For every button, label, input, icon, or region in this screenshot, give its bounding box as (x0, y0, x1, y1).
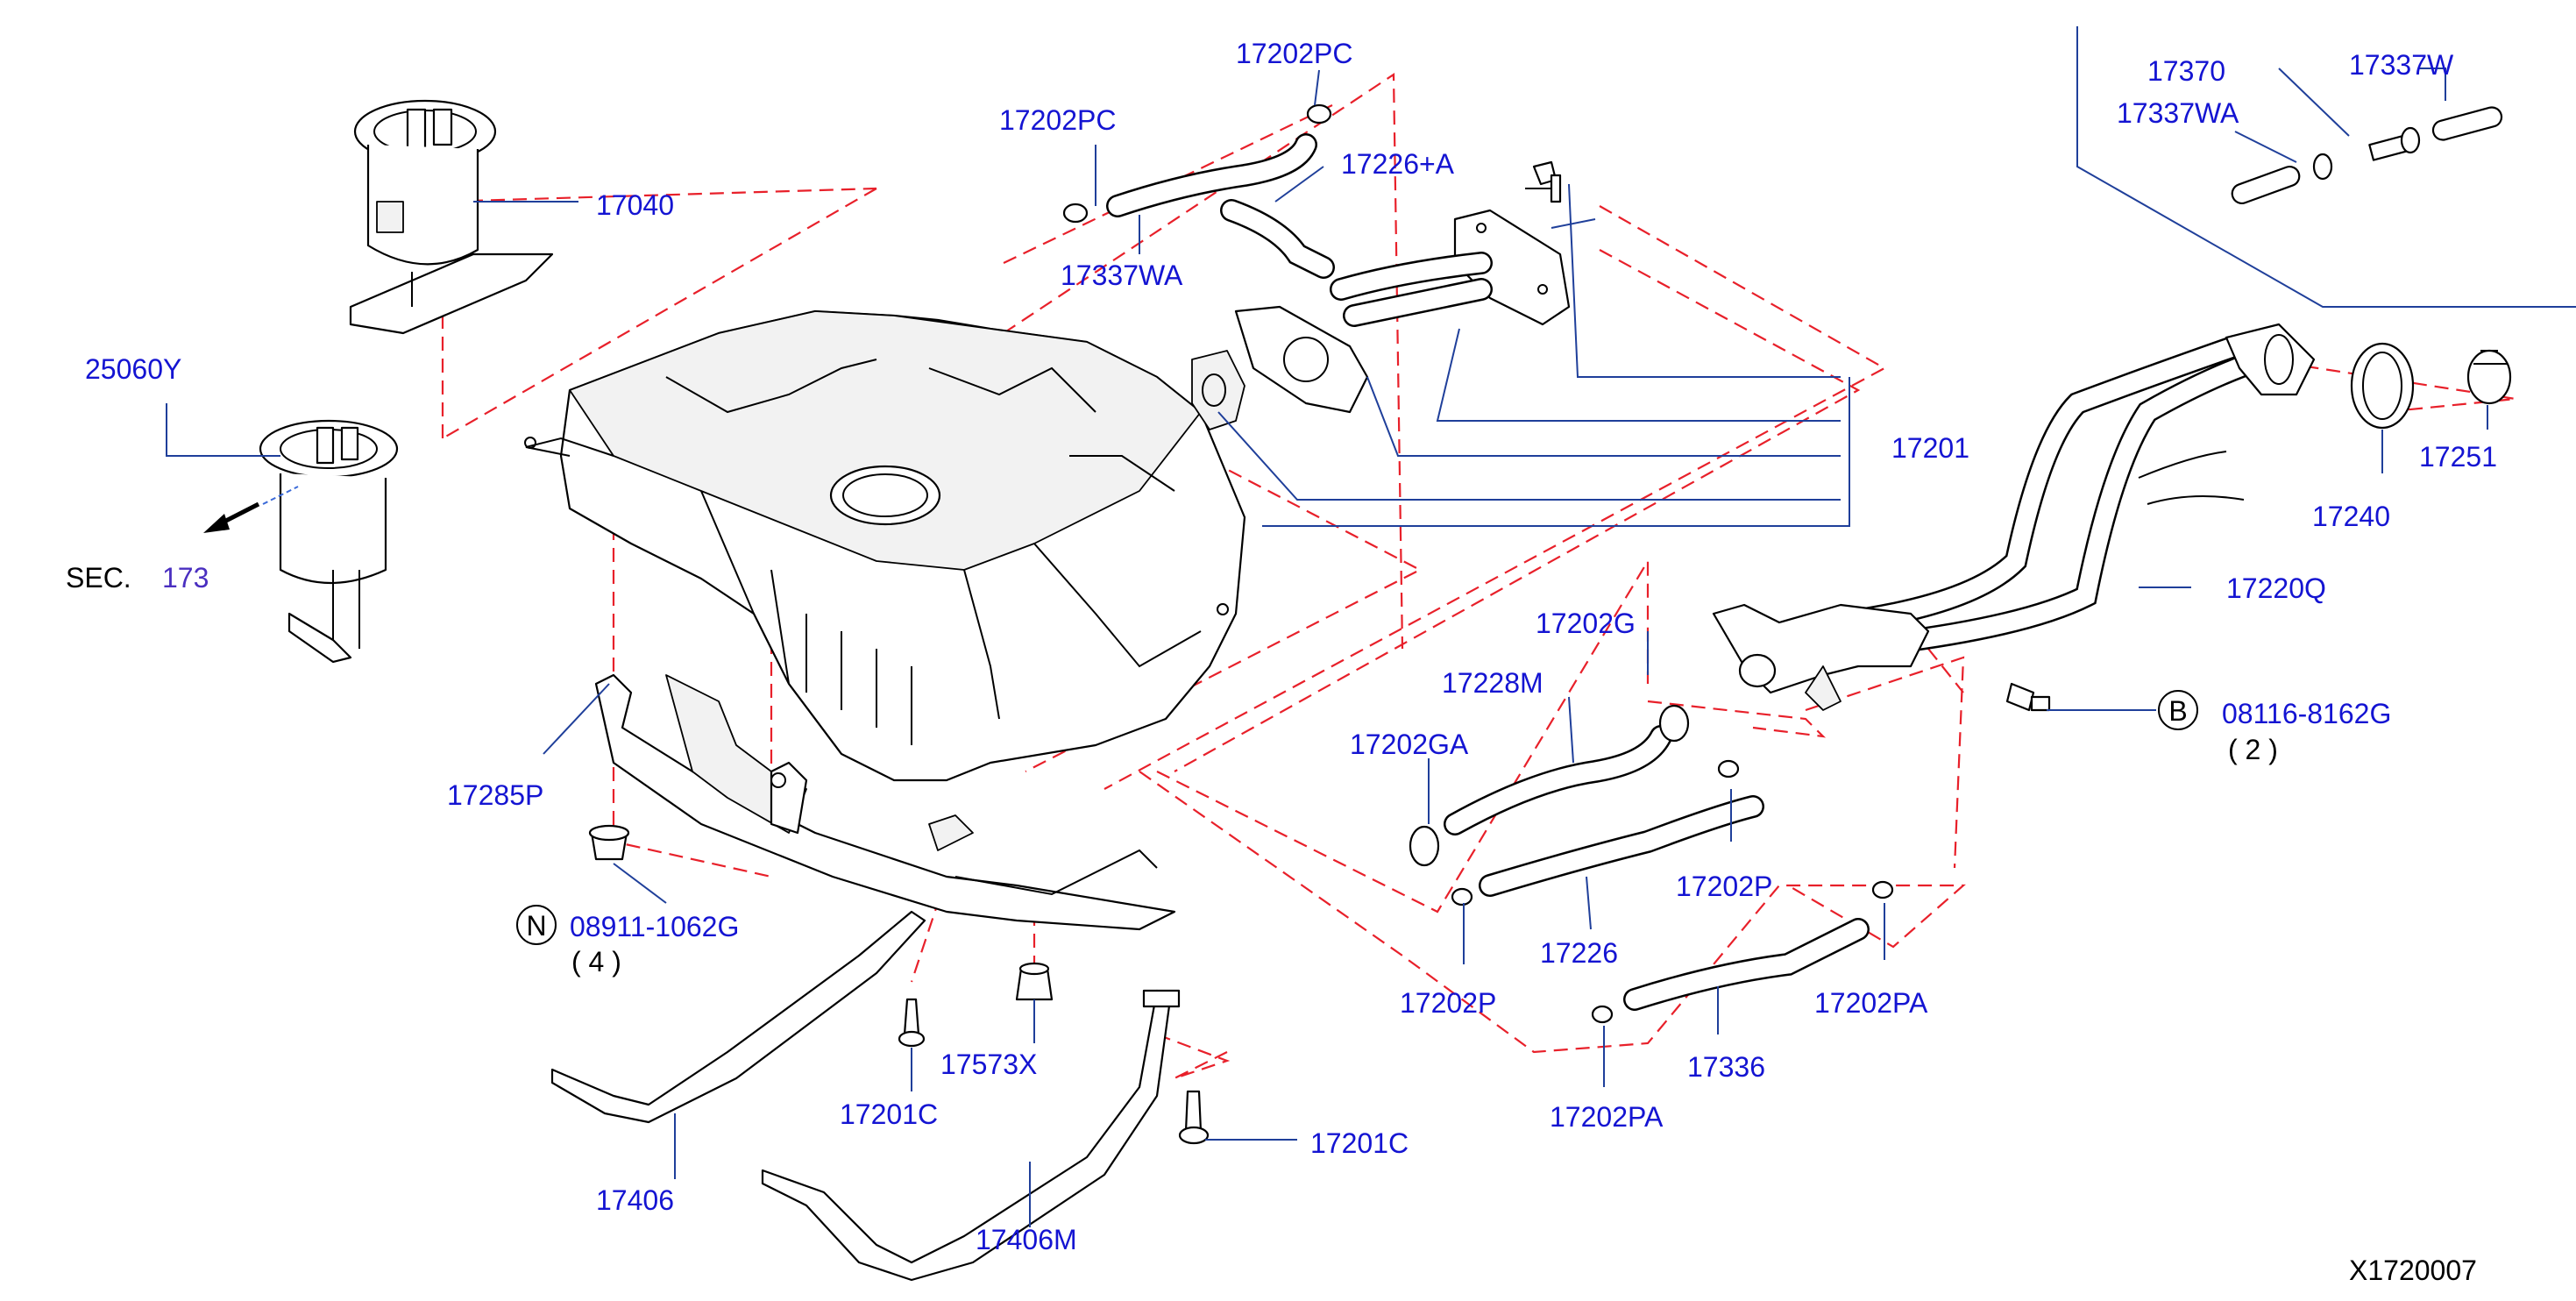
label-17202PA-a: 17202PA (1814, 987, 1928, 1019)
bolts-and-fasteners (588, 174, 2051, 1145)
label-17370: 17370 (2147, 55, 2225, 87)
marker-b: B (2158, 690, 2198, 730)
part-labels: 17202PC 17202PC 17226+A 17337WA 17370 17… (66, 38, 2497, 1286)
label-17251: 17251 (2419, 441, 2497, 473)
fuel-pump-17040 (349, 99, 554, 335)
label-17226A: 17226+A (1341, 148, 1455, 180)
label-17406: 17406 (596, 1184, 674, 1216)
label-17337WA-b: 17337WA (2117, 97, 2239, 129)
label-17202PA-b: 17202PA (1550, 1101, 1664, 1133)
fuel-cap-17251 (2466, 349, 2512, 405)
label-17202PC-b: 17202PC (999, 104, 1116, 136)
label-17202PC-a: 17202PC (1236, 38, 1352, 69)
label-17201: 17201 (1891, 432, 1969, 464)
section-arrow-icon (203, 486, 299, 533)
label-17336: 17336 (1687, 1051, 1765, 1083)
label-17040: 17040 (596, 189, 674, 221)
label-17201C-b: 17201C (1310, 1127, 1409, 1159)
label-17228M: 17228M (1442, 667, 1543, 699)
label-08911-1062G: 08911-1062G (570, 911, 739, 942)
leader-lines (166, 26, 2576, 1227)
label-17220Q: 17220Q (2226, 572, 2326, 604)
label-17202P-b: 17202P (1400, 987, 1496, 1019)
vent-hoses-top (1062, 103, 1335, 279)
label-17337WA-a: 17337WA (1061, 259, 1183, 291)
section-prefix: SEC. (66, 562, 131, 594)
section-number: 173 (162, 562, 209, 594)
marker-b-letter: B (2168, 695, 2187, 727)
label-17573X: 17573X (940, 1049, 1037, 1080)
label-17202P-a: 17202P (1676, 871, 1772, 902)
label-17240: 17240 (2312, 501, 2390, 532)
label-08116-8162G: 08116-8162G (2222, 698, 2391, 729)
label-25060Y: 25060Y (85, 353, 181, 385)
vent-valve-assembly (2231, 106, 2503, 205)
marker-n-letter: N (526, 910, 546, 942)
label-08911-qty: ( 4 ) (571, 946, 621, 978)
marker-n: N (516, 905, 557, 945)
tank-protector-bracket (594, 673, 1176, 931)
label-17202G: 17202G (1536, 608, 1636, 639)
label-17337W: 17337W (2349, 49, 2454, 81)
sender-unit-17201 (1191, 160, 1571, 430)
label-17406M: 17406M (976, 1224, 1077, 1255)
label-17202GA: 17202GA (1350, 729, 1469, 760)
diagram-id: X1720007 (2349, 1255, 2477, 1286)
label-17201C-a: 17201C (840, 1098, 938, 1130)
filler-cap-ring-17240 (2350, 342, 2415, 430)
label-17285P: 17285P (447, 779, 543, 811)
lower-hoses (1409, 704, 1894, 1024)
filler-tube-17220Q (1712, 323, 2316, 711)
label-08116-qty: ( 2 ) (2228, 734, 2278, 765)
fuel-level-sensor-25060Y (259, 419, 399, 664)
label-17226: 17226 (1540, 937, 1618, 969)
fuel-tank (524, 309, 1246, 782)
fuel-tank-straps (550, 910, 1181, 1282)
